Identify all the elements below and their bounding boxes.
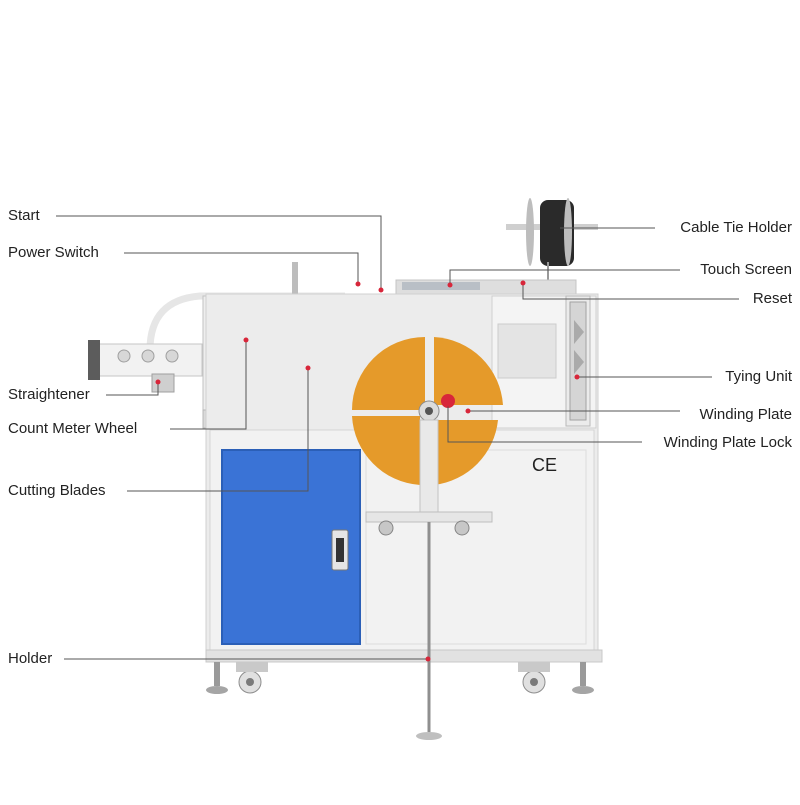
- cable-tie-reel: [506, 198, 598, 282]
- label-touch-screen: Touch Screen: [700, 261, 792, 278]
- label-winding-plate: Winding Plate: [699, 406, 792, 423]
- leader-lines: [56, 215, 739, 660]
- winding-plate: [352, 337, 503, 485]
- leader-winding-plate-lock: [447, 404, 642, 443]
- leader-straightener: [106, 382, 159, 396]
- label-holder: Holder: [8, 650, 53, 667]
- marker-dots: [155, 280, 580, 662]
- leader-touch-screen: [449, 269, 680, 285]
- leader-power-switch: [124, 252, 359, 284]
- top-deck: [395, 279, 577, 295]
- label-tying-unit: Tying Unit: [725, 368, 792, 385]
- casters: [206, 662, 594, 694]
- leader-start: [56, 215, 382, 290]
- label-straightener: Straightener: [8, 386, 90, 403]
- leader-cutting-blades: [127, 368, 309, 492]
- label-cutting-blades: Cutting Blades: [8, 482, 106, 499]
- leader-count-meter-wheel: [170, 340, 247, 430]
- label-cable-tie-holder: Cable Tie Holder: [680, 219, 792, 236]
- label-start: Start: [8, 207, 40, 224]
- leader-reset: [522, 283, 739, 300]
- ce-mark: CE: [532, 455, 557, 475]
- label-reset: Reset: [752, 290, 792, 307]
- label-count-meter-wheel: Count Meter Wheel: [8, 420, 138, 437]
- label-power-switch: Power Switch: [8, 244, 99, 261]
- label-winding-plate-lock: Winding Plate Lock: [663, 434, 792, 451]
- holder-stand: [365, 419, 493, 740]
